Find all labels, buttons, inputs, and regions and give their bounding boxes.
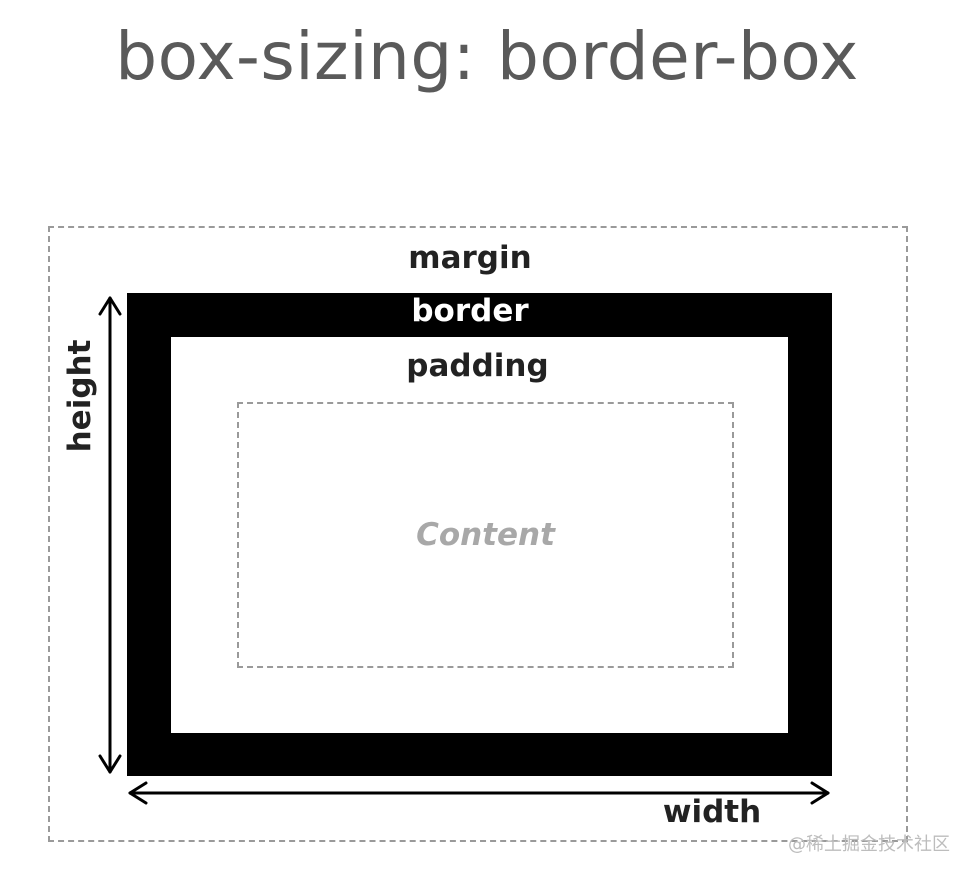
watermark: @稀土掘金技术社区 <box>788 834 950 855</box>
margin-label: margin <box>408 240 532 276</box>
padding-label: padding <box>406 348 549 384</box>
border-area: Content <box>127 293 832 776</box>
margin-area <box>48 226 908 842</box>
width-label: width <box>662 794 762 830</box>
border-label: border <box>411 293 529 329</box>
content-label: Content <box>416 517 555 553</box>
content-area: Content <box>237 402 734 668</box>
padding-area: Content <box>171 337 788 733</box>
diagram-title: box-sizing: border-box <box>115 18 859 95</box>
height-label: height <box>62 339 98 453</box>
